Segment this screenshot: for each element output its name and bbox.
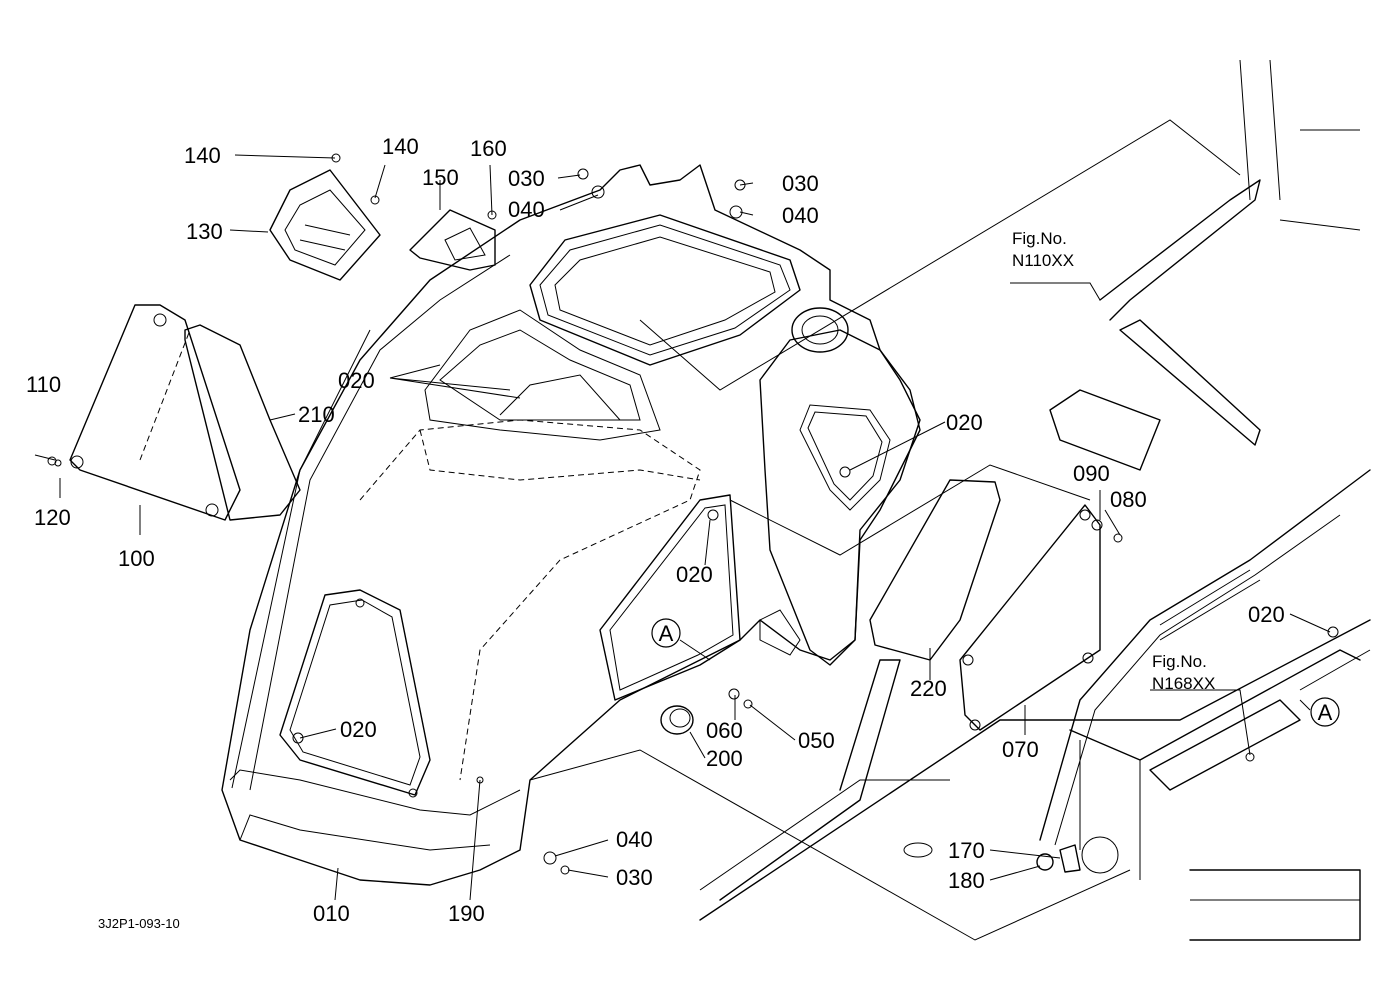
callout-020-e: 020 xyxy=(1248,602,1285,627)
callout-040-a: 040 xyxy=(508,197,545,222)
callout-010: 010 xyxy=(313,901,350,926)
panel-220 xyxy=(869,479,1001,661)
callout-140-b: 140 xyxy=(382,134,419,159)
fig-ref-line2: N110XX xyxy=(1012,251,1074,270)
right-side-window xyxy=(599,494,741,701)
callout-040-c: 040 xyxy=(616,827,653,852)
reference-mark-a-left: A xyxy=(651,618,681,648)
callout-130: 130 xyxy=(186,219,223,244)
callout-110: 110 xyxy=(26,372,61,397)
callout-220: 220 xyxy=(910,676,947,701)
reference-mark-a-right: A xyxy=(1310,697,1340,727)
left-side-window xyxy=(279,589,431,798)
fastener-icons xyxy=(47,153,1339,875)
reference-mark-label: A xyxy=(1318,700,1333,725)
callout-070: 070 xyxy=(1002,737,1039,762)
callout-090: 090 xyxy=(1073,461,1110,486)
callout-020-c: 020 xyxy=(676,562,713,587)
callout-190: 190 xyxy=(448,901,485,926)
fig-ref-n168xx: Fig.No. N168XX xyxy=(1152,652,1215,693)
frame-structure xyxy=(699,59,1371,941)
fig-ref-n110xx: Fig.No. N110XX xyxy=(1012,229,1074,270)
callout-030-a: 030 xyxy=(508,166,545,191)
cover-130 xyxy=(269,169,381,281)
callout-150: 150 xyxy=(422,165,459,190)
panel-070 xyxy=(959,504,1101,731)
callout-020-d: 020 xyxy=(340,717,377,742)
reference-mark-label: A xyxy=(659,621,674,646)
hood-body-outline xyxy=(221,164,921,886)
plug-200 xyxy=(660,705,694,735)
fig-ref-line1: Fig.No. xyxy=(1012,229,1067,248)
callout-140-a: 140 xyxy=(184,143,221,168)
callout-120: 120 xyxy=(34,505,71,530)
callout-160: 160 xyxy=(470,136,507,161)
callout-170: 170 xyxy=(948,838,985,863)
cover-150 xyxy=(409,209,496,271)
side-panel-210 xyxy=(184,324,301,521)
callout-020-b: 020 xyxy=(946,410,983,435)
callout-080: 080 xyxy=(1110,487,1147,512)
callout-050: 050 xyxy=(798,728,835,753)
callout-200: 200 xyxy=(706,746,743,771)
drawing-number: 3J2P1-093-10 xyxy=(98,916,180,931)
leader-lines xyxy=(34,154,1331,901)
callout-030-b: 030 xyxy=(782,171,819,196)
fig-ref-line1: Fig.No. xyxy=(1152,652,1207,671)
bracket-170 xyxy=(1036,844,1081,873)
callout-labels: 140 140 160 150 130 030 040 030 040 110 … xyxy=(26,134,1285,926)
steering-column xyxy=(759,307,921,666)
callout-100: 100 xyxy=(118,546,155,571)
callout-180: 180 xyxy=(948,868,985,893)
callout-030-c: 030 xyxy=(616,865,653,890)
inner-tray xyxy=(424,309,661,441)
dashboard-opening xyxy=(529,214,801,366)
fig-ref-line2: N168XX xyxy=(1152,674,1215,693)
side-panel-100 xyxy=(69,304,241,521)
callout-020-a: 020 xyxy=(338,368,375,393)
callout-060: 060 xyxy=(706,718,743,743)
callout-040-b: 040 xyxy=(782,203,819,228)
callout-210: 210 xyxy=(298,402,335,427)
